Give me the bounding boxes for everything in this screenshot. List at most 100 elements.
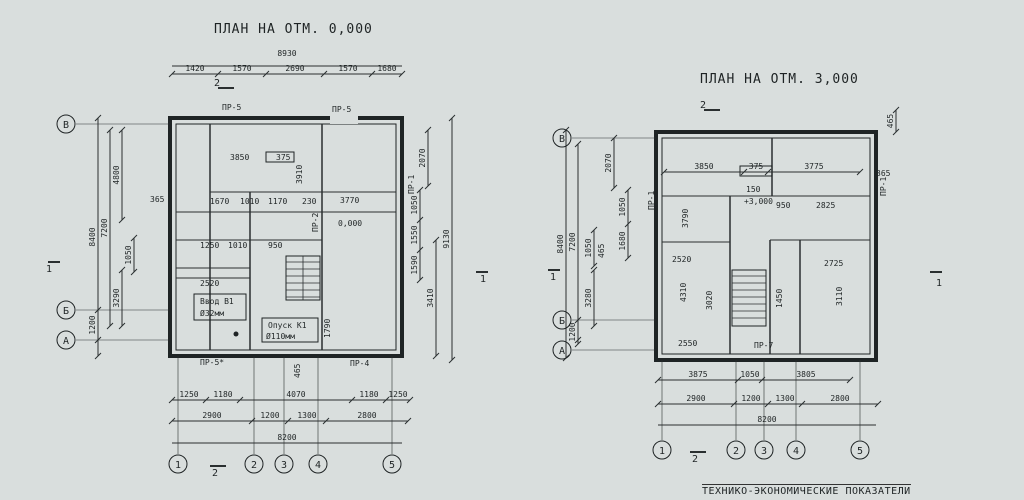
dimension-tick <box>764 168 772 176</box>
upper-room-dim: 2725 <box>824 259 843 268</box>
upper-axis-col-2-label: 2 <box>733 446 739 457</box>
dimension-tick <box>424 182 432 190</box>
ground-right-3410-value: 3410 <box>426 288 435 307</box>
ground-right-2070-value: 2070 <box>418 148 427 167</box>
ground-left-1200-value: 1200 <box>88 315 97 334</box>
upper-axis-col-5-bubble <box>850 440 870 460</box>
ground-section-1-left: 1 <box>46 264 52 275</box>
plan-title-ground: ПЛАН НА ОТМ. 0,000 <box>214 22 373 37</box>
dimension-tick <box>118 266 126 274</box>
dimension-tick <box>660 168 668 176</box>
ground-label-entry: Ввод В1 <box>200 297 234 306</box>
ground-entry-box <box>193 293 247 321</box>
upper-axis-col-1-bubble <box>652 440 672 460</box>
ground-axis-col-1-label: 1 <box>175 460 181 471</box>
upper-right-465-value: 465 <box>886 114 895 129</box>
ground-left-1050-value: 1050 <box>124 245 133 264</box>
dimension-tick <box>624 220 632 228</box>
upper-right-chain-value: 1050 <box>618 197 627 216</box>
upper-room-dim-vertical: 3020 <box>705 291 714 310</box>
ground-bottom-chain2-value: 2900 <box>202 411 221 420</box>
dimension-tick <box>368 70 376 78</box>
ground-beam-mark <box>265 151 295 163</box>
upper-bottom-chain1-value: 3875 <box>688 370 707 379</box>
ground-axis-col-5-bubble <box>382 454 402 474</box>
dimension-tick <box>416 216 424 224</box>
ground-axis-row-В-label: В <box>63 120 69 131</box>
ground-axis-col-4-label: 4 <box>315 460 321 471</box>
upper-label-pr7: ПР-7 <box>754 341 773 350</box>
upper-room-dim: 2520 <box>672 255 691 264</box>
upper-bottom-chain2-value: 1200 <box>741 394 760 403</box>
dimension-tick <box>654 376 662 384</box>
ground-room-dim: 2520 <box>200 279 219 288</box>
ground-label-pr5: ПР-5 <box>332 105 351 114</box>
dimension-tick <box>416 186 424 194</box>
dimension-tick <box>590 262 598 270</box>
dimension-tick <box>424 126 432 134</box>
dimension-tick <box>130 234 138 242</box>
dimension-tick <box>168 396 176 404</box>
upper-axis-col-3-bubble <box>754 440 774 460</box>
ground-top-chain-value: 1570 <box>338 64 357 73</box>
ground-label-descent: Опуск К1 <box>268 321 307 330</box>
upper-left-7200-value: 7200 <box>568 232 577 251</box>
dimension-tick <box>448 356 456 364</box>
ground-bottom-chain2-value: 1200 <box>260 411 279 420</box>
ground-axis-col-5-label: 5 <box>389 460 395 471</box>
dimension-tick <box>94 352 102 360</box>
dimension-tick <box>448 114 456 122</box>
ground-window-gap <box>330 114 358 124</box>
upper-bottom-chain1-value: 3805 <box>796 370 815 379</box>
upper-room-dim-vertical: 1450 <box>775 289 784 308</box>
dimension-tick <box>624 186 632 194</box>
upper-section-1-left: 1 <box>550 272 556 283</box>
dimension-tick <box>322 417 330 425</box>
ground-room-dim-vertical: 3910 <box>295 165 304 184</box>
dimension-tick <box>262 70 270 78</box>
ground-top-chain-value: 2690 <box>285 64 304 73</box>
ground-label-pr4: ПР-4 <box>350 359 369 368</box>
plan-title-upper: ПЛАН НА ОТМ. 3,000 <box>700 72 859 87</box>
dimension-tick <box>202 396 210 404</box>
upper-label-pr1-left: ПР-1 <box>647 191 656 210</box>
upper-inner-wall-line <box>661 137 871 355</box>
dimension-tick <box>590 322 598 330</box>
upper-left-overall-value: 8400 <box>556 234 565 253</box>
upper-bottom-chain2-value: 1300 <box>775 394 794 403</box>
upper-stair <box>731 269 767 327</box>
ground-section-1-right: 1 <box>480 274 486 285</box>
ground-right-overall-value: 9130 <box>442 229 451 248</box>
dimension-tick <box>416 246 424 254</box>
ground-room-dim: 1010 <box>228 241 247 250</box>
upper-label-pr1: ПР-1 <box>879 177 888 196</box>
dimension-tick <box>432 352 440 360</box>
upper-top-room-chain-value: 3850 <box>694 162 713 171</box>
upper-axis-col-2-bubble <box>726 440 746 460</box>
dimension-tick <box>590 226 598 234</box>
dimension-tick <box>846 376 854 384</box>
upper-level-mark: +3,000 <box>744 197 773 206</box>
ground-level-mark: 0,000 <box>338 219 362 228</box>
dimension-tick <box>168 417 176 425</box>
ground-outer-wall <box>168 116 404 358</box>
ground-label-pr5-bottom: ПР-5* <box>200 358 224 367</box>
upper-axis-col-5-label: 5 <box>857 446 863 457</box>
ground-room-dim-vertical: 1790 <box>323 319 332 338</box>
dimension-tick <box>432 236 440 244</box>
ground-pipe-mark <box>233 331 239 337</box>
dimension-tick <box>874 400 882 408</box>
upper-axis-col-1-label: 1 <box>659 446 665 457</box>
dimension-tick <box>118 322 126 330</box>
upper-left-3280-value: 3280 <box>584 288 593 307</box>
ground-room-dim: 375 <box>276 153 291 162</box>
dimension-tick <box>892 106 900 114</box>
upper-outer-wall <box>654 130 878 362</box>
upper-room-dim-vertical: 4310 <box>679 283 688 302</box>
upper-axis-row-В-label: В <box>559 134 565 145</box>
ground-room-dim: 1170 <box>268 197 287 206</box>
dimension-tick <box>624 254 632 262</box>
ground-top-chain-value: 1420 <box>185 64 204 73</box>
